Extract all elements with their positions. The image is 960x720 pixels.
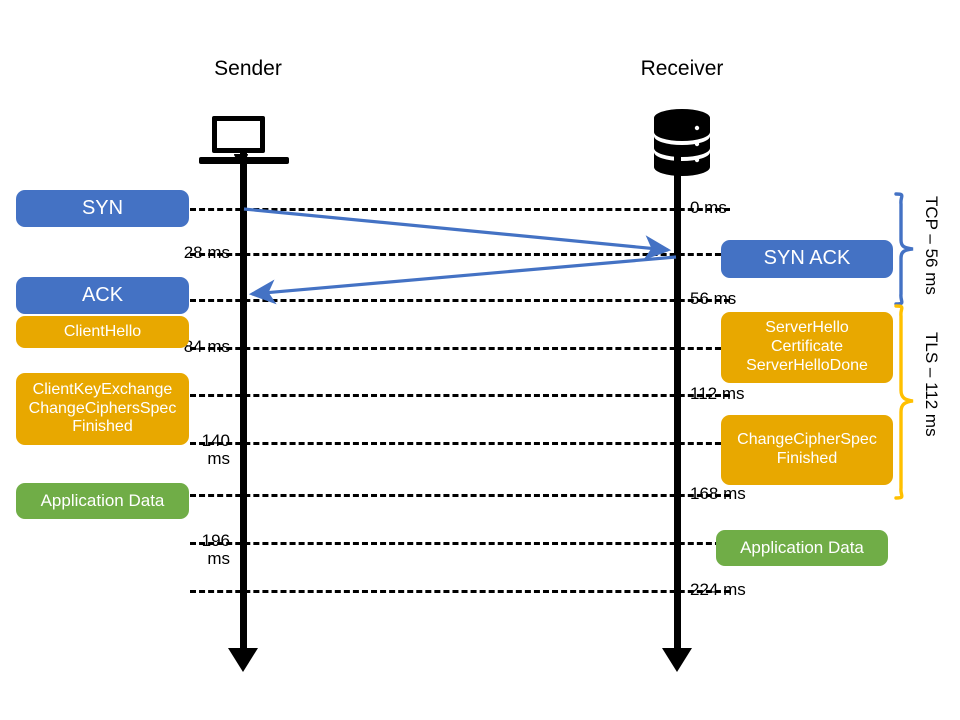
time-rule-196ms — [190, 542, 730, 545]
time-rule-140ms — [190, 442, 730, 445]
syn-arrow — [243, 207, 672, 261]
receiver-message-serverhello[interactable]: ServerHello Certificate ServerHelloDone — [721, 312, 893, 383]
time-label-56ms: 56 ms — [690, 289, 737, 308]
receiver-lifeline-arrowhead — [662, 648, 692, 672]
time-rule-0ms — [190, 208, 730, 211]
sender-message-clientkeyexchange[interactable]: ClientKeyExchange ChangeCiphersSpec Fini… — [16, 373, 189, 445]
time-label-0ms: 0 ms — [690, 198, 727, 217]
time-rule-224ms — [190, 590, 730, 593]
time-rule-84ms — [190, 347, 730, 350]
msg-line: ServerHelloDone — [746, 356, 868, 374]
receiver-message-syn-ack[interactable]: SYN ACK — [721, 240, 893, 278]
laptop-screen — [212, 116, 265, 153]
msg-line: Certificate — [770, 338, 844, 356]
time-label-140ms: 140 ms — [160, 432, 230, 468]
msg-line: Finished — [776, 450, 838, 467]
sender-message-syn[interactable]: SYN — [16, 190, 189, 227]
time-rule-168ms — [190, 494, 730, 497]
time-rule-56ms — [190, 299, 730, 302]
syn-ack-arrow — [248, 255, 677, 305]
sender-message-ack[interactable]: ACK — [16, 277, 189, 314]
time-label-28ms: 28 ms — [183, 243, 230, 262]
tcp-bracket — [894, 192, 914, 306]
time-label-196ms: 196 ms — [160, 532, 230, 568]
tcp-bracket-label: TCP – 56 ms — [922, 196, 941, 295]
receiver-message-application-data[interactable]: Application Data — [716, 530, 888, 566]
msg-line: ClientKeyExchange — [32, 380, 173, 398]
msg-line: ChangeCipherSpec — [737, 431, 877, 449]
tls-bracket — [894, 304, 914, 500]
msg-line: Finished — [72, 418, 133, 436]
time-label-84ms: 84 ms — [183, 337, 230, 356]
time-label-168ms: 168 ms — [690, 484, 746, 503]
sender-message-clienthello[interactable]: ClientHello — [16, 316, 189, 348]
time-rule-112ms — [190, 394, 730, 397]
receiver-lifeline — [674, 152, 681, 662]
time-label-196ms-value: 196 — [201, 531, 230, 550]
msg-line: ChangeCiphersSpec — [28, 399, 177, 417]
database-icon — [653, 108, 711, 176]
receiver-actor-label: Receiver — [640, 57, 724, 80]
sender-lifeline — [240, 152, 247, 662]
time-rule-28ms — [190, 253, 730, 256]
sender-message-application-data[interactable]: Application Data — [16, 483, 189, 519]
time-label-112ms: 112 ms — [690, 384, 745, 403]
receiver-message-changecipherspec[interactable]: ChangeCipherSpec Finished — [721, 415, 893, 485]
time-label-140ms-value: 140 — [201, 431, 230, 450]
time-label-196ms-unit: ms — [207, 548, 230, 568]
sender-lifeline-arrowhead — [228, 648, 258, 672]
tls-bracket-label: TLS – 112 ms — [922, 332, 941, 437]
msg-line: ServerHello — [765, 319, 849, 337]
sender-actor-label: Sender — [214, 57, 282, 80]
time-label-224ms: 224 ms — [690, 580, 746, 599]
time-label-140ms-unit: ms — [207, 448, 230, 468]
